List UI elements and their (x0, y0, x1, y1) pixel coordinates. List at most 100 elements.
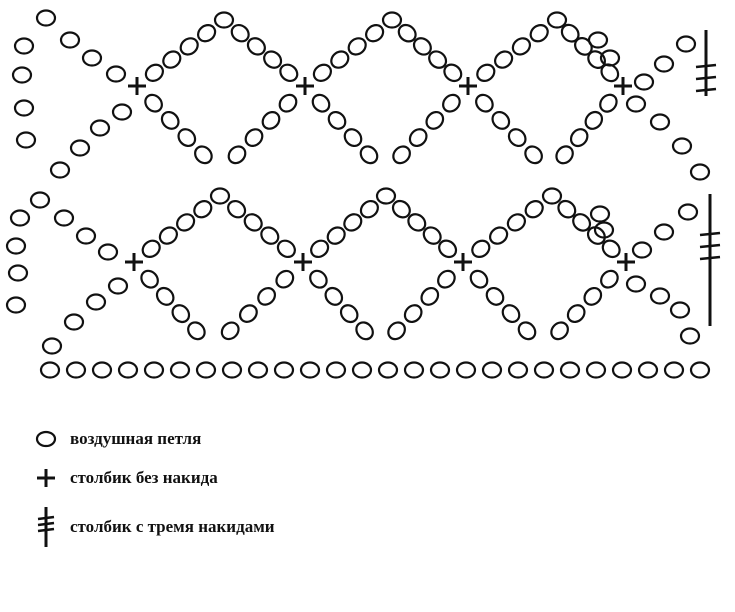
single-crochet (128, 77, 146, 95)
chain-stitch (550, 321, 569, 341)
chain-stitch (511, 37, 531, 56)
chain-stitch (63, 313, 85, 331)
chain-stitch (273, 361, 295, 379)
chain-stitch (524, 145, 543, 165)
chain-stitch (585, 361, 607, 379)
chain-stitch (611, 361, 633, 379)
chain-stitch (437, 269, 456, 289)
chain-stitch (213, 11, 235, 29)
chain-stitch (5, 296, 27, 314)
chain-stitch (325, 361, 347, 379)
chain-stitch (39, 361, 61, 379)
chain-stitch (381, 11, 403, 29)
legend-label-single-crochet: столбик без накида (70, 468, 218, 487)
chain-stitch (679, 327, 701, 345)
chain-stitch (310, 239, 330, 259)
chain-stitch (177, 128, 197, 148)
chain-stitch (625, 95, 647, 113)
chain-stitch (13, 99, 35, 117)
chain-stitch (53, 209, 75, 227)
chain-stitch (195, 361, 217, 379)
chain-stitch (193, 200, 213, 219)
single-crochet (614, 77, 632, 95)
chain-stitch (601, 239, 621, 259)
single-crochet (125, 253, 143, 271)
chain-stitch (244, 128, 264, 147)
treble-crochet-icon (28, 507, 64, 547)
chain-stitch (569, 128, 589, 148)
chain-stitch (97, 243, 119, 261)
single-crochet (296, 77, 314, 95)
chain-stitch (85, 293, 107, 311)
chain-stitch (343, 213, 363, 232)
chain-stitch (309, 269, 328, 289)
legend-item-treble-crochet: столбик с тремя накидами (28, 507, 275, 547)
legend-item-single-crochet: столбик без накида (28, 463, 218, 493)
chain-stitch (600, 63, 620, 83)
chain-stitch (633, 73, 655, 91)
chain-stitch (59, 31, 81, 49)
chain-stitch (29, 191, 51, 209)
chain-stitch (160, 110, 180, 130)
chain-stitch (246, 37, 266, 56)
chain-stitch (593, 221, 615, 239)
chain-stitch (278, 93, 298, 113)
chain-stitch (481, 361, 503, 379)
chain-stitch (572, 213, 592, 232)
chain-stitch (176, 213, 196, 232)
chain-stitch (566, 304, 586, 324)
chain-stitch (243, 213, 263, 232)
chain-stitch (408, 128, 428, 148)
chain-stitch (171, 304, 191, 324)
chain-stitch (89, 119, 111, 137)
treble-crochet (699, 194, 721, 326)
chain-stitch (475, 93, 494, 113)
chain-stitch (375, 187, 397, 205)
chain-stitch (13, 37, 35, 55)
chain-stitch (343, 128, 363, 148)
chain-stitch (649, 113, 671, 131)
chain-stitch (425, 110, 445, 130)
treble-crochet (695, 30, 717, 96)
chain-stitch (507, 361, 529, 379)
chain-stitch (7, 264, 29, 282)
chain-stitch (105, 65, 127, 83)
chain-stitch (257, 287, 277, 306)
chain-stitch (179, 37, 199, 56)
chain-stitch (663, 361, 685, 379)
chain-stitch (158, 226, 178, 245)
chain-stitch (387, 321, 406, 341)
chain-stitch (392, 145, 411, 165)
chain-stitch (637, 361, 659, 379)
chain-stitch (276, 239, 296, 259)
chain-stitch (220, 321, 240, 341)
chain-stitch (355, 321, 374, 341)
chain-stitch (438, 239, 458, 259)
chain-stitch (422, 226, 442, 245)
chain-stitch (327, 110, 347, 130)
chain-stitch (469, 269, 489, 289)
chain-stitch (455, 361, 477, 379)
chain-stitch (403, 361, 425, 379)
chain-stitch (689, 361, 711, 379)
chain-stitch (5, 237, 27, 255)
chain-stitch (600, 269, 619, 289)
chain-stitch (533, 361, 555, 379)
chain-stitch (589, 205, 611, 223)
single-crochet (294, 253, 312, 271)
chain-stitch (107, 277, 129, 295)
chain-stitch (339, 304, 359, 324)
chain-stitch (443, 63, 463, 83)
chain-stitch (312, 63, 332, 82)
chain-stitch (143, 361, 165, 379)
chain-stitch (653, 223, 675, 241)
chain-stitch (117, 361, 139, 379)
chain-stitch (675, 35, 697, 53)
chain-stitch (275, 269, 295, 289)
chain-stitch (403, 304, 423, 324)
chain-stitch (407, 213, 427, 232)
chain-stitch (555, 145, 574, 165)
chain-stitch (529, 24, 549, 43)
chain-stitch (517, 321, 537, 341)
chain-stitch (599, 93, 618, 113)
